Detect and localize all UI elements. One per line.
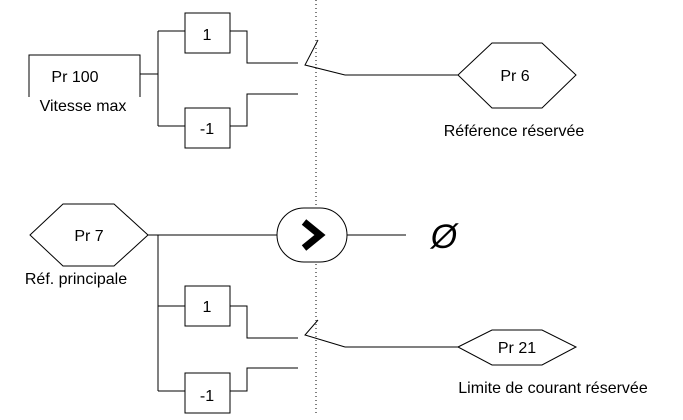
gain-block-top-neg: -1 bbox=[184, 93, 298, 149]
pr100-label: Pr 100 bbox=[51, 69, 98, 86]
pr100-caption: Vitesse max bbox=[40, 98, 127, 115]
gain-label: 1 bbox=[203, 299, 212, 316]
pr21-caption: Limite de courant réservée bbox=[458, 380, 648, 397]
pr7-caption: Réf. principale bbox=[25, 271, 127, 288]
gain-output-line bbox=[230, 30, 298, 64]
gain-block-bottom-neg: -1 bbox=[184, 367, 298, 414]
pr6-caption: Référence réservée bbox=[444, 123, 585, 140]
gain-block-bottom-pos: 1 bbox=[184, 285, 298, 339]
empty-set-symbol: Ø bbox=[430, 218, 460, 256]
pr100-bracket bbox=[28, 54, 141, 97]
pr6-diamond-shape bbox=[457, 42, 577, 109]
gain-label: -1 bbox=[200, 388, 214, 405]
comparator-capsule bbox=[276, 207, 348, 263]
pr21-diamond bbox=[456, 329, 578, 366]
speed-max-block: Pr 100 Vitesse max bbox=[28, 30, 185, 127]
gain-block-top-pos: 1 bbox=[184, 12, 298, 64]
selector-switch-top bbox=[304, 39, 346, 76]
gain-box bbox=[184, 372, 231, 414]
gain-box bbox=[184, 285, 231, 327]
selector-switch-bottom bbox=[304, 319, 346, 348]
pr7-label: Pr 7 bbox=[74, 228, 103, 245]
comparator-block: Ø bbox=[276, 207, 460, 263]
pr21-block: Pr 21 Limite de courant réservée bbox=[456, 329, 648, 397]
pr6-label: Pr 6 bbox=[500, 68, 529, 85]
gain-output-line bbox=[230, 367, 298, 392]
gain-box bbox=[184, 12, 231, 54]
gain-output-line bbox=[230, 93, 298, 127]
gain-label: -1 bbox=[200, 121, 214, 138]
pr6-block: Pr 6 Référence réservée bbox=[444, 42, 585, 140]
pr7-block: Pr 7 Réf. principale bbox=[25, 203, 149, 288]
gain-output-line bbox=[230, 305, 298, 339]
gain-box bbox=[184, 107, 231, 149]
gain-label: 1 bbox=[203, 27, 212, 44]
pr21-label: Pr 21 bbox=[498, 340, 536, 357]
greater-than-icon bbox=[301, 219, 326, 251]
